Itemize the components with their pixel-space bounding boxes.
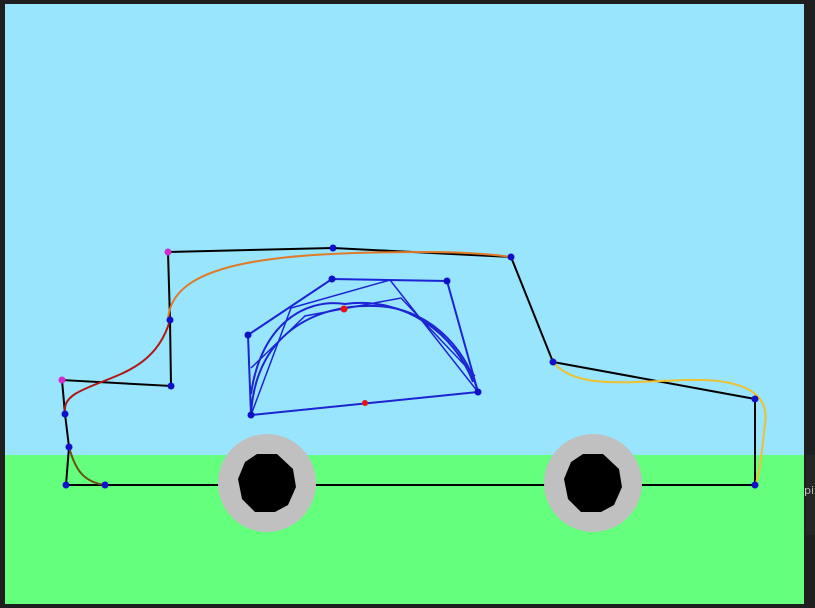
control-point[interactable] [507,253,515,261]
bumper-curve [68,446,106,486]
car-body-outline [60,246,756,486]
window-construction-lines [250,279,479,416]
endpoint[interactable] [164,248,172,256]
control-point[interactable] [328,275,336,283]
window-curve-inner [250,304,479,416]
ground [5,455,804,604]
control-point[interactable] [167,382,175,390]
front-curve [63,319,171,415]
sky [5,4,804,455]
rear-wheel-hub [238,454,296,512]
control-point[interactable] [474,388,482,396]
side-panel-edge [806,455,815,535]
control-point[interactable] [443,277,451,285]
roof-curve [167,250,512,321]
rear-wheel [218,434,316,532]
control-point[interactable] [61,410,69,418]
control-point[interactable] [329,244,337,252]
control-point[interactable] [166,316,174,324]
side-panel-label: pixels [804,484,815,497]
hood-curve [552,361,767,486]
bezier-car-scene[interactable] [5,4,804,604]
control-point[interactable] [549,358,557,366]
control-point[interactable] [101,481,109,489]
window-curve-outer [250,301,474,395]
endpoint[interactable] [58,376,66,384]
control-point[interactable] [751,395,759,403]
control-point[interactable] [62,481,70,489]
control-point[interactable] [247,411,255,419]
control-point[interactable] [244,331,252,339]
drawing-canvas[interactable] [5,4,804,604]
control-point[interactable] [65,443,73,451]
selected-point[interactable] [362,400,368,406]
control-points[interactable] [58,244,759,489]
front-wheel [544,434,642,532]
front-wheel-hub [564,454,622,512]
selected-point[interactable] [340,305,348,313]
control-point[interactable] [751,481,759,489]
